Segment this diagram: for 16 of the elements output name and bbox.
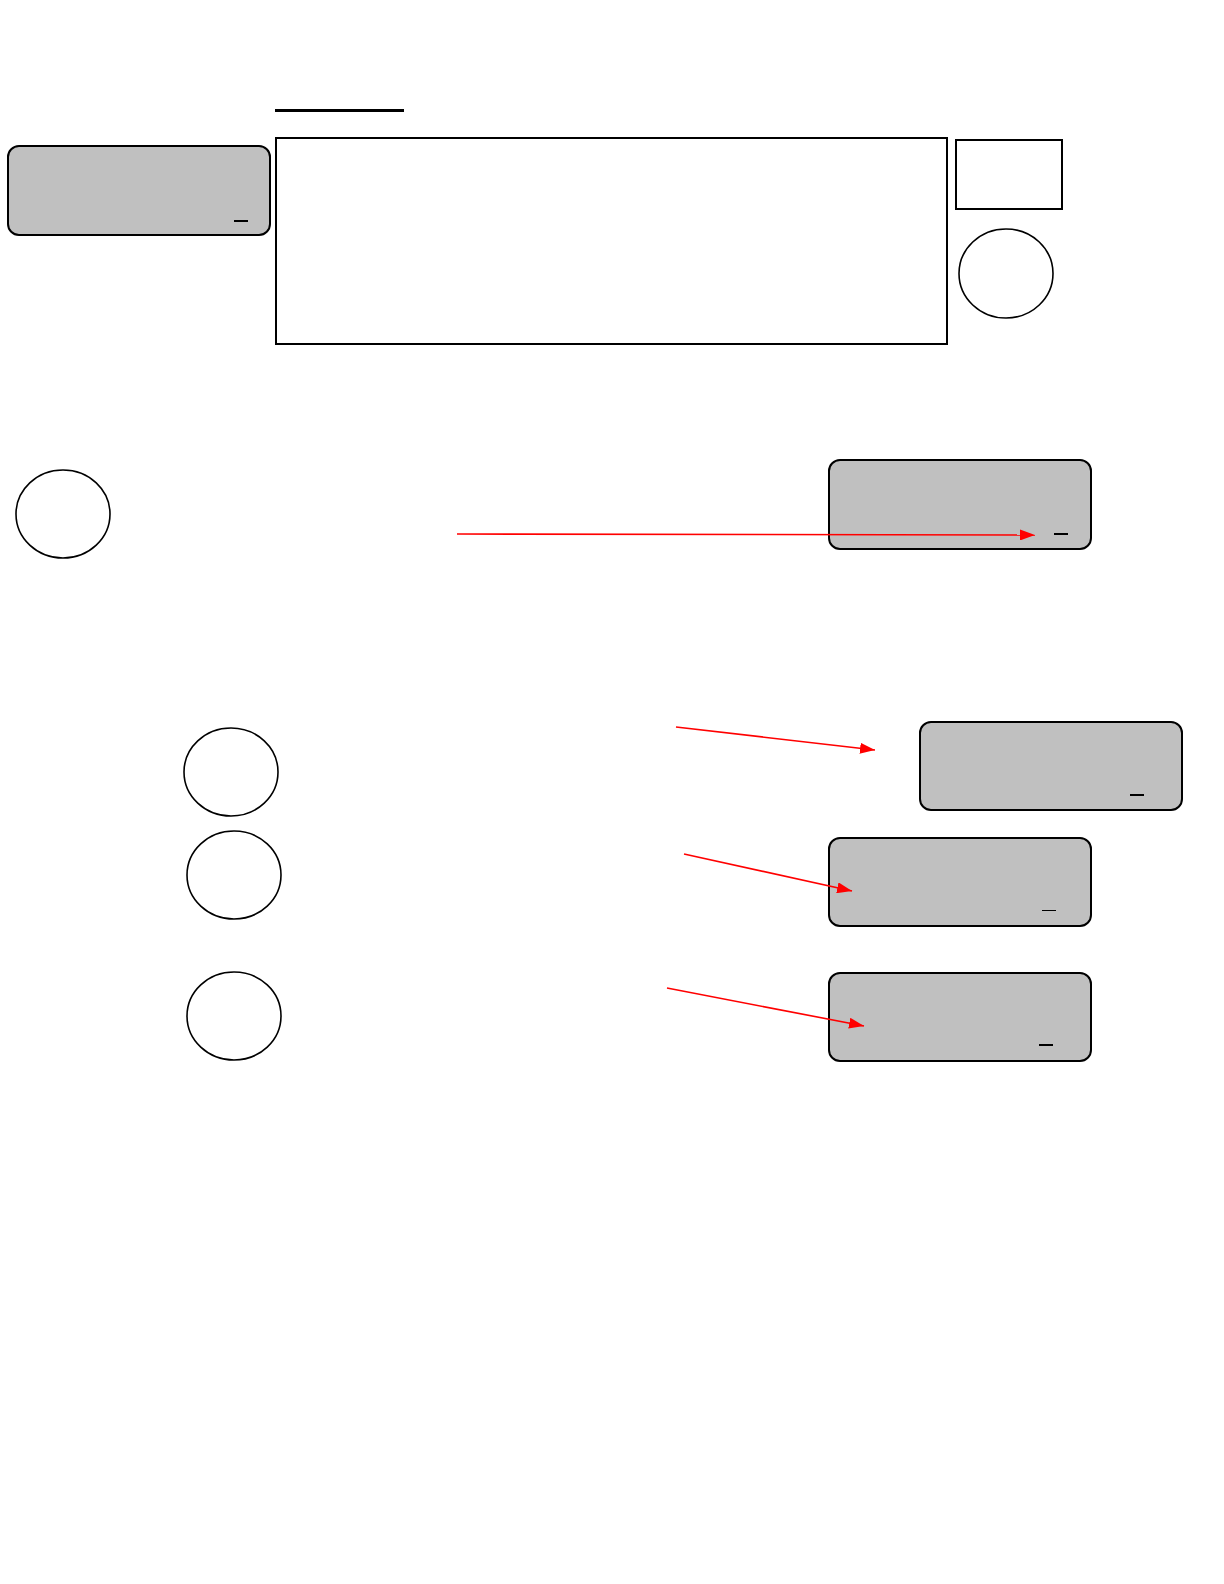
circle: [183, 727, 279, 817]
rounded-box: [7, 145, 271, 236]
arrow: [456, 529, 1036, 541]
rounded-box: [919, 721, 1183, 811]
arrow: [683, 853, 853, 894]
rounded-box: [828, 459, 1092, 550]
circle: [186, 830, 282, 920]
circle: [958, 228, 1054, 319]
arrow: [666, 987, 865, 1029]
rounded-box: [828, 972, 1092, 1062]
rounded-box: [828, 837, 1092, 927]
circle: [186, 971, 282, 1061]
circle: [15, 469, 111, 559]
small-box: [955, 139, 1063, 210]
frame-box: [275, 137, 948, 345]
arrow: [675, 726, 876, 754]
